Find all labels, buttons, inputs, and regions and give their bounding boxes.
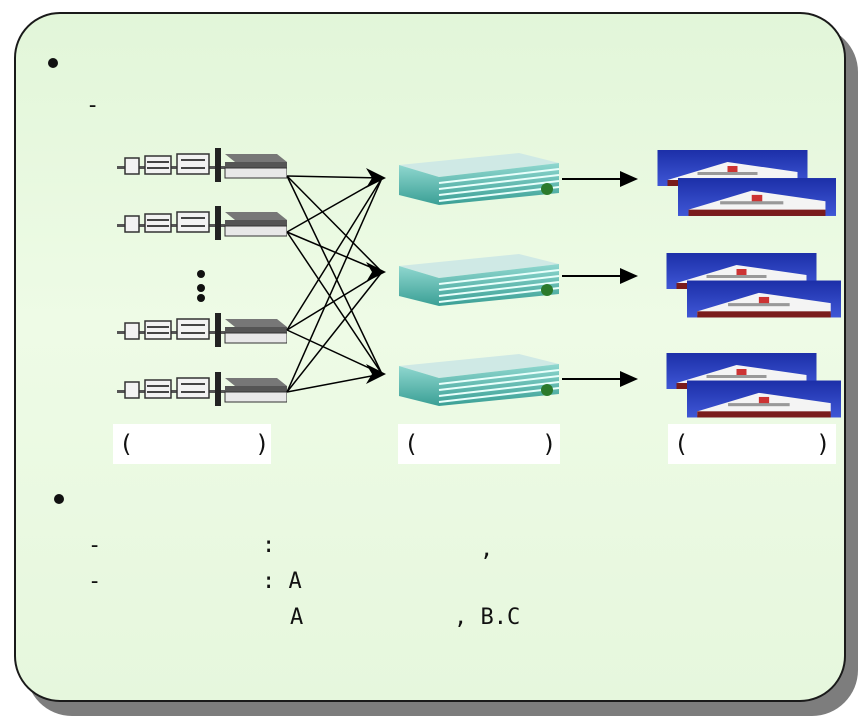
arrows-right [562,178,626,380]
bullet-2-sub-dash-1: - [88,533,102,558]
office-building-3-icon [399,353,559,406]
bullet-2-line3-a: A [290,605,304,630]
bullet-1 [48,58,58,68]
connection-lines [286,175,383,393]
rack-server-1-icon [117,148,287,183]
bullet-2-line3-b: , B.C [454,605,521,630]
rack-server-2-icon [117,206,287,241]
vertical-ellipsis-icon [197,270,205,302]
bullet-2-sub-dash-2: - [88,569,102,594]
office-building-2-icon [399,253,559,306]
bullet-2 [54,494,64,504]
caption-buildings: ( ) [398,424,560,464]
caption-servers: ( ) [113,424,271,464]
bullet-2-line2: : A [262,569,302,594]
bullet-1-sub-dash: - [86,93,100,118]
arrowheads-middle [366,168,386,384]
building-photo-3b-icon [687,380,841,418]
bullet-2-line1-comma: , [480,537,494,562]
building-photo-1b-icon [678,178,836,216]
rack-server-3-icon [117,313,287,348]
rack-server-4-icon [117,372,287,407]
bullet-2-line1-colon: : [262,533,276,558]
building-photo-2b-icon [687,280,841,318]
office-building-1-icon [399,152,559,205]
caption-photos: ( ) [668,424,836,464]
